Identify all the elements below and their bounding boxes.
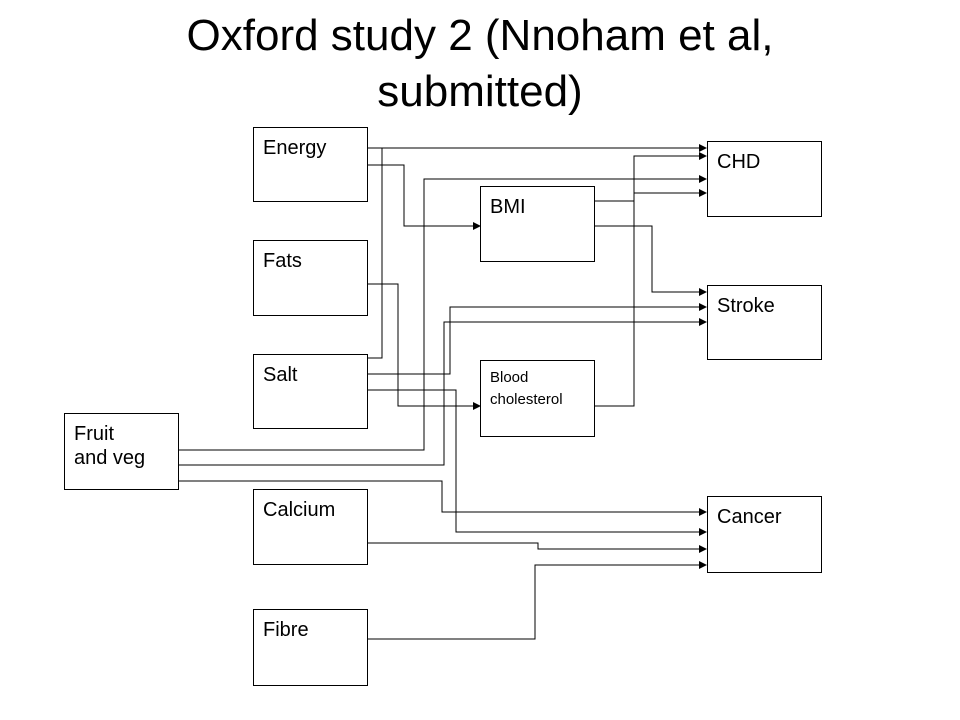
- node-fibre: Fibre: [253, 609, 368, 686]
- edge-fruitveg-cancer: [178, 480, 707, 516]
- node-bmi: BMI: [480, 186, 595, 262]
- edge-bmi-chd: [594, 189, 707, 202]
- node-bmi-label: BMI: [490, 196, 526, 218]
- edge-salt-cancer: [368, 389, 707, 536]
- node-fats: Fats: [253, 240, 368, 316]
- edge-fruitveg-stroke: [178, 318, 707, 466]
- node-cancer-label: Cancer: [717, 506, 782, 528]
- node-cancer: Cancer: [707, 496, 822, 573]
- node-salt-label: Salt: [263, 364, 298, 386]
- node-fats-label: Fats: [263, 250, 302, 272]
- page-title: Oxford study 2 (Nnoham et al, submitted): [0, 8, 960, 120]
- edge-bmi-stroke: [594, 225, 707, 296]
- node-stroke: Stroke: [707, 285, 822, 360]
- edge-fibre-cancer: [368, 561, 707, 640]
- node-blood-cholesterol: Blood cholesterol: [480, 360, 595, 437]
- title-line-2: submitted): [377, 67, 583, 116]
- title-line-1: Oxford study 2 (Nnoham et al,: [186, 11, 774, 60]
- node-chd: CHD: [707, 141, 822, 217]
- node-fruit-veg: Fruit and veg: [64, 413, 179, 490]
- node-chd-label: CHD: [717, 151, 761, 173]
- edge-fats-cholesterol: [368, 283, 481, 410]
- edge-energy-bmi: [368, 164, 481, 230]
- node-energy-label: Energy: [263, 137, 327, 159]
- node-stroke-label: Stroke: [717, 295, 775, 317]
- edge-salt-stroke: [368, 303, 707, 375]
- node-fibre-label: Fibre: [263, 619, 309, 641]
- node-fruit-veg-label: Fruit and veg: [74, 423, 146, 469]
- edge-calcium-cancer: [368, 542, 707, 553]
- node-calcium: Calcium: [253, 489, 368, 565]
- edge-cholesterol-chd: [594, 152, 707, 407]
- node-blood-cholesterol-label: Blood cholesterol: [490, 369, 563, 408]
- edge-salt-chd: [368, 148, 383, 359]
- node-calcium-label: Calcium: [263, 499, 336, 521]
- node-energy: Energy: [253, 127, 368, 202]
- edge-fruitveg-chd: [178, 175, 707, 451]
- node-salt: Salt: [253, 354, 368, 429]
